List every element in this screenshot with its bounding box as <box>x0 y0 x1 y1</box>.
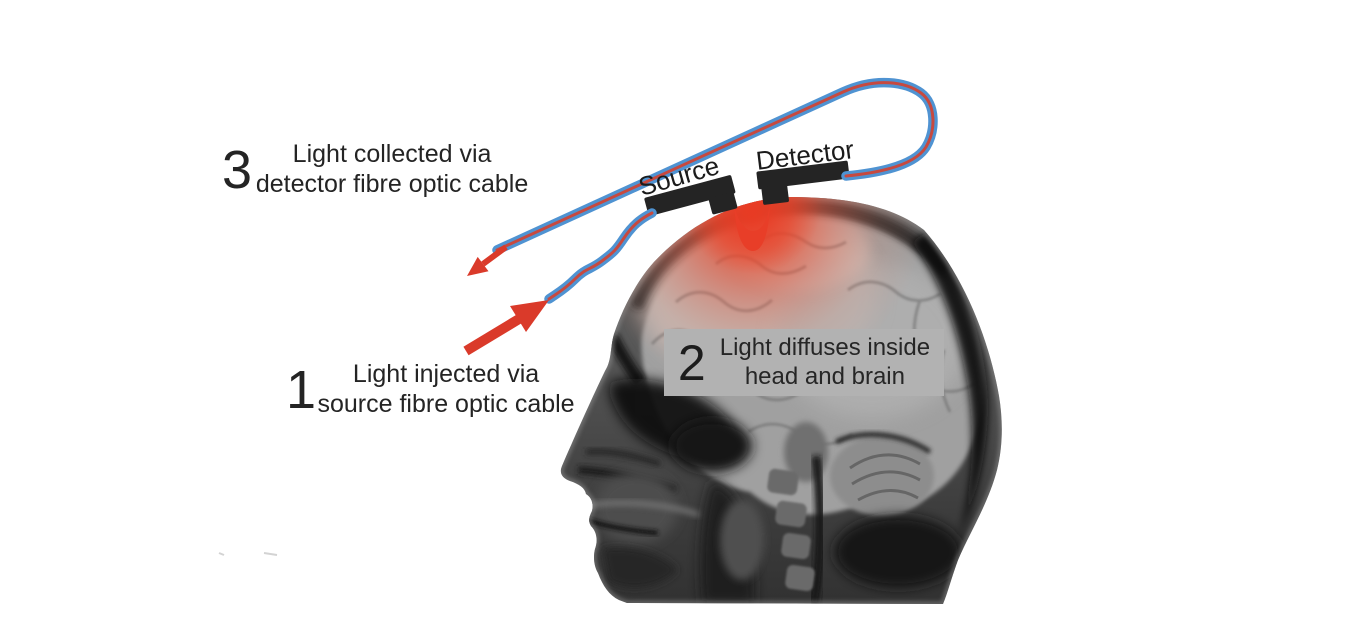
annotation-step-1: 1 Light injected via source fibre optic … <box>286 360 576 419</box>
step-1-text: Light injected via source fibre optic ca… <box>317 360 575 418</box>
source-fibre-cable <box>544 208 657 304</box>
step-2-number: 2 <box>677 334 706 391</box>
photon-banana-path <box>734 202 770 251</box>
detector-optode <box>756 160 850 205</box>
step-3-number: 3 <box>222 139 253 200</box>
vertebrae <box>767 468 815 592</box>
source-optode <box>644 175 738 216</box>
step-3-text: Light collected via detector fibre optic… <box>255 140 529 198</box>
stray-mark <box>218 552 278 556</box>
annotation-step-2-box: 2 Light diffuses inside head and brain <box>664 329 944 396</box>
step-2-text: Light diffuses inside head and brain <box>719 333 931 390</box>
collected-light-arrow <box>467 244 508 276</box>
cerebellum <box>830 436 934 516</box>
injected-light-arrow <box>463 300 549 356</box>
annotation-step-3: 3 Light collected via detector fibre opt… <box>222 140 532 199</box>
spinal-canal <box>809 455 825 604</box>
detector-fibre-cable <box>492 77 938 255</box>
mouth-line <box>585 517 659 536</box>
step-1-number: 1 <box>286 359 317 420</box>
